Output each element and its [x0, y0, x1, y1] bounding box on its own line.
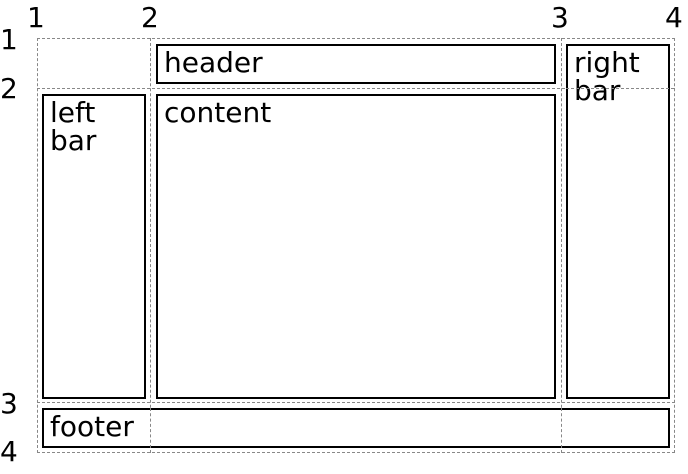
row-line-number-1: 1 [0, 23, 18, 56]
footer-area: footer [42, 408, 670, 448]
column-grid-line-2 [150, 38, 151, 453]
content-label: content [164, 96, 272, 129]
column-grid-line-2-over-footer [150, 408, 151, 448]
column-grid-line-3 [561, 38, 562, 453]
row-grid-line-2 [37, 88, 675, 89]
footer-label: footer [50, 410, 134, 443]
left-bar-label: left bar [50, 96, 97, 157]
column-grid-line-1 [37, 38, 38, 453]
right-bar-area: right bar [566, 44, 670, 399]
right-bar-label: right bar [574, 46, 640, 107]
header-area: header [156, 44, 556, 84]
row-line-number-4: 4 [0, 435, 18, 468]
column-line-number-1: 1 [27, 1, 45, 34]
row-line-number-3: 3 [0, 387, 18, 420]
row-line-number-2: 2 [0, 72, 18, 105]
column-grid-line-3-over-footer [561, 408, 562, 448]
column-line-number-4: 4 [665, 1, 683, 34]
header-label: header [164, 46, 263, 79]
left-bar-area: left bar [42, 94, 146, 399]
row-grid-line-3 [37, 402, 675, 403]
row-grid-line-2-over-right-bar [566, 88, 674, 89]
content-area: content [156, 94, 556, 399]
row-grid-line-4 [37, 452, 675, 453]
column-line-number-2: 2 [141, 1, 159, 34]
row-grid-line-1 [37, 38, 675, 39]
column-line-number-3: 3 [551, 1, 569, 34]
column-grid-line-4 [674, 38, 675, 453]
